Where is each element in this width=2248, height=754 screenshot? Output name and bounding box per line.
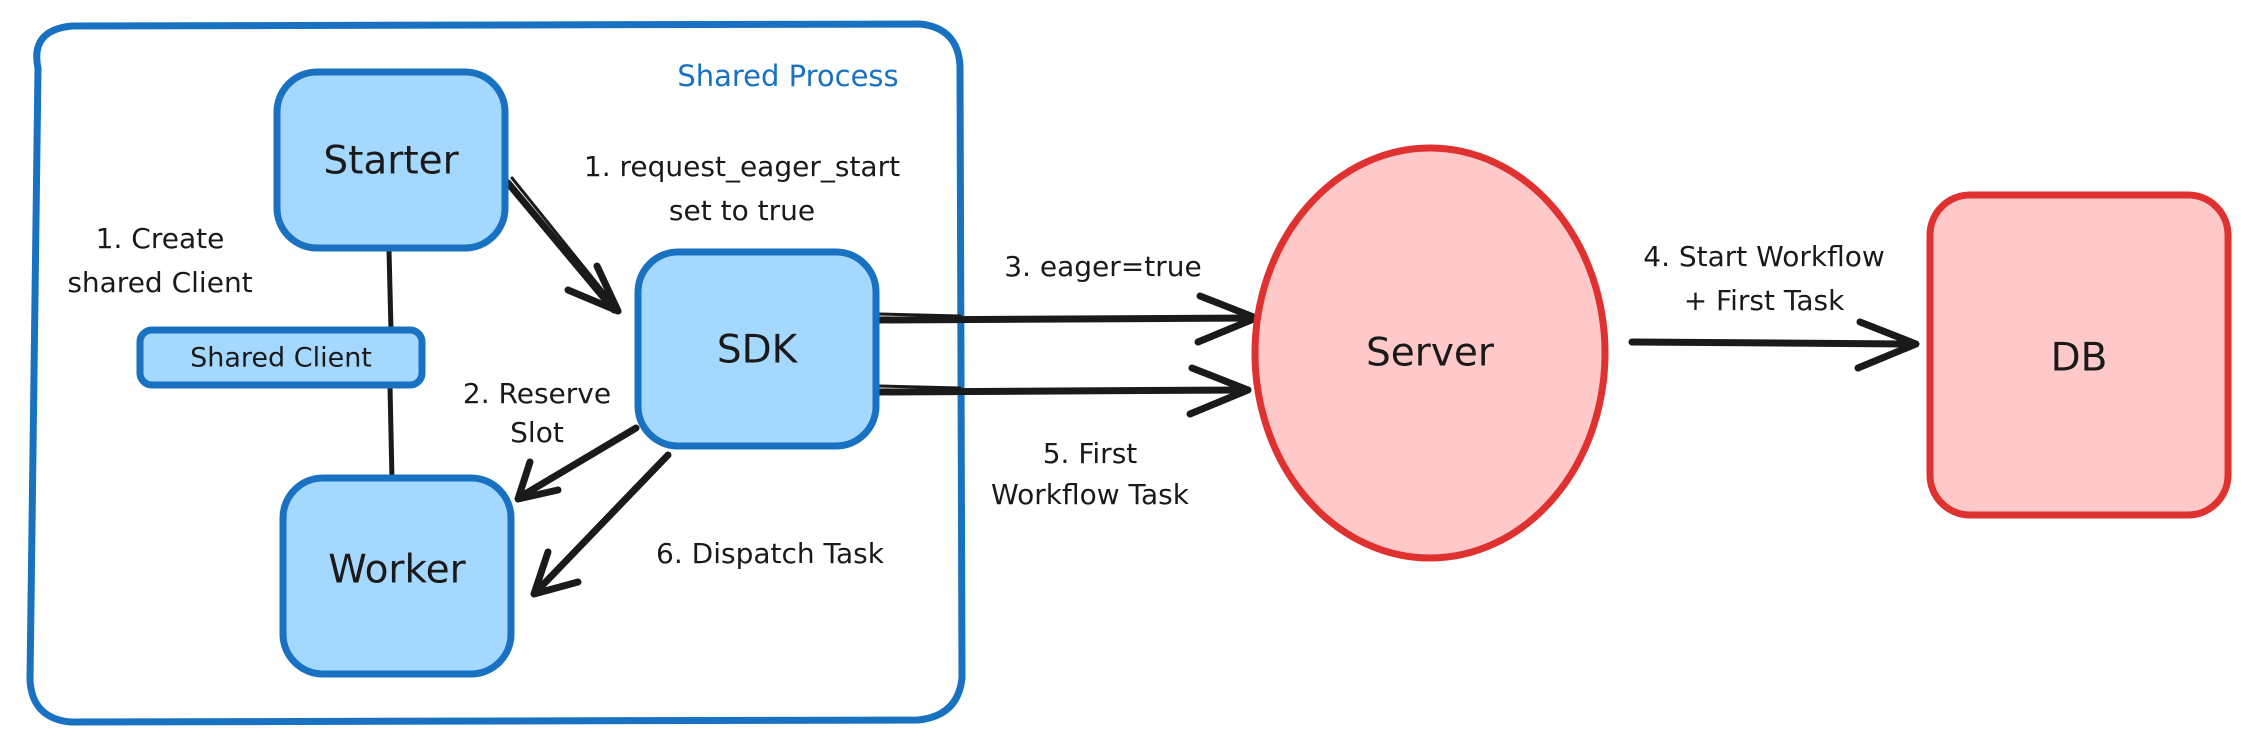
node-starter-label: Starter (323, 139, 459, 184)
arrow-line-starter-sdk-sketch (510, 176, 622, 314)
arrow-line-sdk-worker-dispatch (534, 451, 672, 594)
node-db-label: DB (2051, 336, 2108, 381)
arrow-line-sdk-worker-reserve (516, 424, 640, 501)
edge-label-eager-true: 3. eager=true (1004, 250, 1201, 283)
node-shared-client-shape (136, 326, 426, 389)
edge-start-workflow-first-task: 4. Start Workflow + First Task (1628, 240, 1920, 372)
edge-label-request-eager-start-line2: set to true (669, 194, 815, 227)
node-server-shape (1251, 144, 1609, 562)
edge-label-request-eager-start-line1: 1. request_eager_start (584, 150, 900, 183)
edge-label-start-workflow-line2: + First Task (1684, 284, 1845, 317)
arrow-line-sdk-server-eager-sketch (878, 312, 962, 318)
node-sdk[interactable]: SDK (634, 248, 880, 450)
node-worker-label: Worker (328, 548, 466, 593)
arrow-head-eager-true (1194, 292, 1260, 346)
edge-eager-true: 3. eager=true (874, 250, 1260, 346)
connector-starter-sharedclient (386, 247, 394, 333)
arrow-line-sdk-server-first-task-sketch (878, 384, 962, 390)
node-server[interactable]: Server (1251, 144, 1609, 562)
connector-sharedclient-worker (387, 383, 395, 483)
arrow-head-start-workflow (1854, 318, 1920, 372)
arrow-head-reserve-slot (514, 458, 562, 503)
edge-label-first-workflow-task-line1: 5. First (1043, 437, 1138, 470)
arrow-line-starter-sdk (504, 179, 618, 314)
node-db[interactable]: DB (1926, 191, 2232, 519)
edge-label-start-workflow-line1: 4. Start Workflow (1643, 240, 1885, 273)
shared-process-label: Shared Process (677, 59, 898, 93)
edge-label-reserve-slot-line1: 2. Reserve (463, 377, 611, 410)
node-starter-shape (273, 68, 509, 252)
node-worker-shape (279, 474, 515, 678)
node-shared-client[interactable]: Shared Client (136, 326, 426, 389)
node-shared-client-label: Shared Client (190, 343, 372, 374)
shared-process-group[interactable]: Shared Process (26, 20, 966, 726)
arrow-head-first-workflow-task (1186, 364, 1252, 418)
arrow-head-dispatch-task (530, 548, 582, 598)
arrow-head-starter-sdk (564, 262, 622, 315)
edge-label-dispatch-task: 6. Dispatch Task (656, 537, 885, 570)
arrow-line-sdk-server-first-task (874, 386, 1248, 396)
edge-label-first-workflow-task-line2: Workflow Task (991, 478, 1190, 511)
edge-request-eager-start: 1. request_eager_start set to true (504, 150, 900, 315)
edge-create-shared-client: 1. Create shared Client (67, 222, 395, 483)
edge-reserve-slot: 2. Reserve Slot (463, 377, 640, 503)
node-starter[interactable]: Starter (273, 68, 509, 252)
node-server-label: Server (1366, 331, 1495, 376)
node-worker[interactable]: Worker (279, 474, 515, 678)
node-db-shape (1926, 191, 2232, 519)
arrow-line-server-db (1628, 338, 1916, 348)
edge-label-create-shared-client-line1: 1. Create (96, 222, 225, 255)
node-sdk-label: SDK (717, 328, 799, 373)
edge-label-reserve-slot-line2: Slot (510, 416, 564, 449)
edge-dispatch-task: 6. Dispatch Task (530, 451, 885, 598)
arrow-line-sdk-server-eager (874, 314, 1256, 324)
node-sdk-shape (634, 248, 880, 450)
shared-process-border (26, 20, 966, 726)
edge-first-workflow-task: 5. First Workflow Task (874, 364, 1252, 511)
edge-label-create-shared-client-line2: shared Client (67, 266, 252, 299)
